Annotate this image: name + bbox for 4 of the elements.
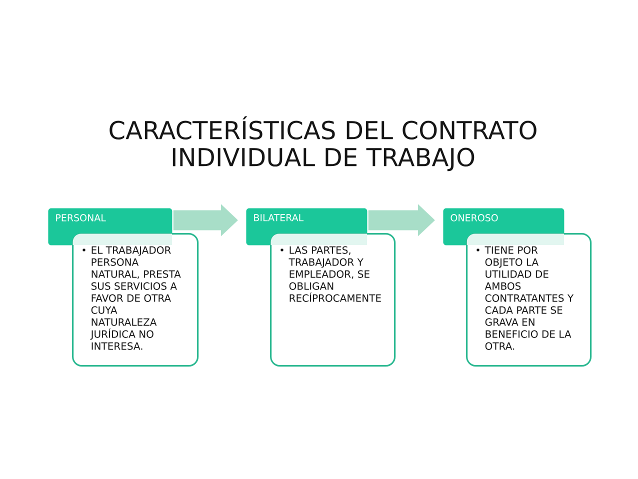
text-card: LAS PARTES, TRABAJADOR Y EMPLEADOR, SE OBLIGAN RECÍPROCAMENTE bbox=[270, 232, 396, 367]
text-card: EL TRABAJADOR PERSONA NATURAL, PRESTA SUS SERVICIOS A FAVOR DE OTRA CUYA NATURALEZA JURÍDICA NO INTERESA. bbox=[72, 232, 199, 367]
title: CARACTERÍSTICAS DEL CONTRATO INDIVIDUAL DE TRABAJO bbox=[110, 116, 536, 172]
text-card: TIENE POR OBJETO LA UTILIDAD DE AMBOS CONTRATANTES Y CADA PARTE SE GRAVA EN BENEFICIO DE LA OTRA. bbox=[466, 232, 592, 367]
